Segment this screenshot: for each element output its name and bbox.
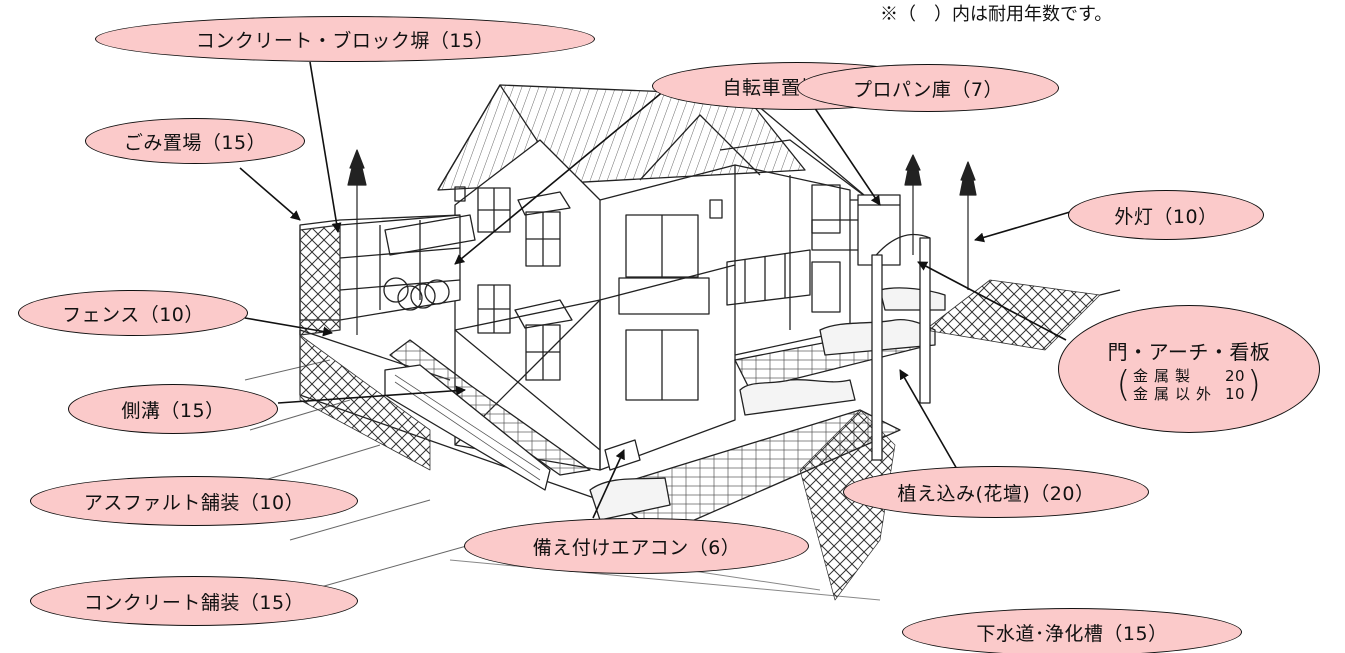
arrow-block-wall [309,61,342,233]
gate-row-nonmetal: 金属以外 10 [1133,385,1245,403]
label-light: 外灯（10） [1068,190,1264,240]
gate-title: 門・アーチ・看板 [1107,339,1271,364]
label-fence: フェンス（10） [18,290,248,336]
label-block-wall: コンクリート・ブロック塀（15） [95,16,595,62]
arrow-fence [244,317,333,337]
arrow-gutter [277,385,466,404]
useful-life-note: ※（ ）内は耐用年数です。 [880,4,1113,25]
gate-detail: ( 金属製 20 金属以外 10 ) [1116,363,1262,405]
label-planting: 植え込み(花壇)（20） [843,466,1149,518]
house-drawing [244,84,1121,601]
arrow-garbage [239,167,301,221]
label-concrete-paving: コンクリート舗装（15） [30,576,358,626]
gate-nonmetal-years: 10 [1224,384,1246,403]
label-garbage: ごみ置場（15） [85,118,305,164]
arrow-planting [899,369,966,484]
label-gate: 門・アーチ・看板 ( 金属製 20 金属以外 10 ) [1058,305,1320,433]
gate-metal-label: 金属製 [1132,366,1196,385]
arrow-light [974,211,1071,243]
gate-lines: 金属製 20 金属以外 10 [1133,367,1245,403]
label-asphalt: アスファルト舗装（10） [30,476,358,526]
label-aircon: 備え付けエアコン（6） [464,518,809,574]
arrow-aircon [592,449,625,519]
label-propane: プロパン庫（7） [797,64,1059,112]
gate-metal-years: 20 [1224,366,1246,385]
right-paren: ) [1247,363,1262,405]
arrow-bicycle [454,89,666,265]
arrow-gate [917,261,1067,341]
label-gutter: 側溝（15） [68,384,278,434]
left-paren: ( [1116,363,1131,405]
gate-row-metal: 金属製 20 [1133,367,1245,385]
gate-nonmetal-label: 金属以外 [1132,384,1217,403]
label-sewer: 下水道･浄化槽（15） [902,608,1242,653]
